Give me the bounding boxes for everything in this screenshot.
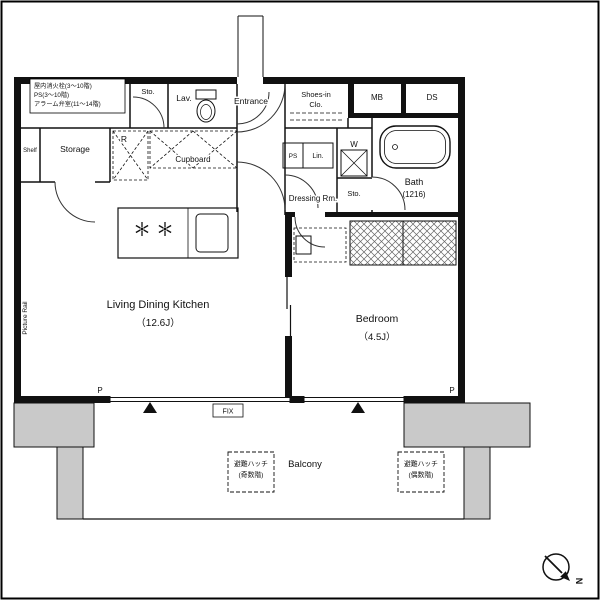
washer-pan — [340, 149, 368, 177]
fix-label-box — [212, 403, 244, 418]
bedroom-door-arc — [294, 216, 326, 248]
utility-note-box — [29, 78, 126, 114]
balcony-slab-left — [13, 402, 95, 448]
refrigerator-space — [112, 130, 149, 181]
wall-ldk-bedroom-lower — [285, 336, 292, 398]
label-fix-window: FIX — [223, 409, 234, 416]
label-pipe-space: PS — [289, 153, 298, 160]
label-lavatory: Lav. — [176, 93, 191, 103]
toilet-icon — [195, 89, 217, 123]
label-duct-space: DS — [426, 93, 437, 102]
wall-top-right — [263, 77, 465, 84]
label-dressing-room: Dressing Rm. — [289, 194, 337, 203]
label-pillar-right: P — [449, 386, 454, 395]
wall-left — [14, 77, 21, 403]
label-evac-hatch-odd-1: 避難ハッチ — [234, 459, 268, 468]
label-shelf: Shelf — [23, 148, 37, 154]
storage-top-door-arc — [132, 96, 165, 129]
label-washer: W — [350, 140, 358, 149]
label-picture-rail: Picture Rail — [22, 301, 29, 335]
stove-burner-icon — [135, 222, 149, 236]
wall-bottom-mid — [290, 396, 304, 403]
utility-note-line3: アラーム弁室(11～14階) — [34, 100, 101, 108]
label-ldk: Living Dining Kitchen — [107, 299, 210, 311]
windows — [109, 396, 405, 403]
balcony-pier-right — [463, 446, 491, 520]
compass-needle — [544, 555, 563, 574]
linen-box — [302, 142, 334, 169]
bedroom-counter — [293, 227, 347, 263]
hall-ldk-door-arc — [236, 161, 286, 211]
lavatory-door-arc — [236, 91, 270, 125]
kitchen-sink — [195, 213, 229, 253]
wall-bottom-left — [14, 396, 110, 403]
compass-circle — [542, 553, 570, 581]
bedroom-closet — [349, 220, 457, 266]
label-ldk-size: （12.6J） — [136, 317, 180, 329]
balcony-slab-right — [403, 402, 531, 448]
wall-mb-ds-divider — [401, 84, 406, 118]
labels: 屋内消火栓(3～10階) PS(3～10階) アラーム弁室(11～14階) St… — [22, 82, 455, 479]
label-shoes-closet-2: Clo. — [309, 100, 322, 109]
stove-burner-icon — [158, 222, 172, 236]
sliding-door — [286, 277, 292, 338]
label-meter-box: MB — [371, 93, 383, 102]
wall-bottom-right — [404, 396, 465, 403]
label-bedroom-size: （4.5J） — [359, 331, 396, 343]
compass-north-label: N — [574, 578, 584, 585]
door-arcs — [54, 83, 406, 248]
wall-bedroom-top-a — [285, 212, 295, 217]
utility-note-line2: PS(3～10階) — [34, 91, 69, 99]
entrance-door-arc — [236, 83, 286, 133]
wall-top-mid — [130, 77, 237, 84]
label-bath-size: (1216) — [402, 190, 425, 199]
label-storage: Storage — [60, 144, 90, 154]
label-pillar-left: P — [97, 386, 102, 395]
kitchen-counter — [117, 207, 239, 259]
wall-mb-ds-bottom — [348, 113, 458, 118]
balcony-structure — [13, 402, 531, 520]
bath-door-arc — [371, 176, 406, 211]
compass-arrowhead — [560, 571, 570, 581]
label-bath: Bath — [405, 177, 424, 187]
label-evac-hatch-odd-2: (奇数階) — [239, 470, 264, 479]
wall-ldk-bedroom-upper — [285, 215, 292, 277]
label-shoes-closet-1: Shoes-in — [301, 90, 331, 99]
window-marker-left — [143, 402, 157, 413]
entrance-porch — [237, 15, 264, 77]
label-evac-hatch-even-1: 避難ハッチ — [404, 459, 438, 468]
shoes-closet-shelves — [290, 112, 344, 121]
balcony-pier-left — [56, 446, 84, 520]
cupboard-space — [149, 130, 238, 169]
wall-mb-left — [348, 84, 354, 118]
bathtub-icon — [379, 125, 451, 169]
label-bedroom: Bedroom — [356, 313, 399, 325]
dressing-door-arc — [284, 174, 319, 209]
label-storage-right: Sto. — [347, 189, 360, 198]
label-balcony: Balcony — [288, 459, 322, 470]
evac-hatch-odd-box — [227, 451, 275, 493]
evac-hatch-even-box — [397, 451, 445, 493]
partition-walls — [21, 84, 373, 215]
compass: N — [542, 553, 584, 585]
label-cupboard: Cupboard — [175, 155, 210, 164]
label-refrigerator: R — [121, 134, 127, 144]
label-linen: Lin. — [312, 153, 323, 160]
window-marker-right — [351, 402, 365, 413]
label-evac-hatch-even-2: (偶数階) — [409, 470, 434, 479]
label-entrance: Entrance — [234, 96, 268, 106]
label-storage-top: Sto. — [141, 87, 154, 96]
wall-right — [458, 77, 465, 403]
storage-door-arc — [54, 181, 96, 223]
wall-bedroom-top-b — [325, 212, 458, 217]
utility-note-line1: 屋内消火栓(3～10階) — [34, 82, 92, 90]
